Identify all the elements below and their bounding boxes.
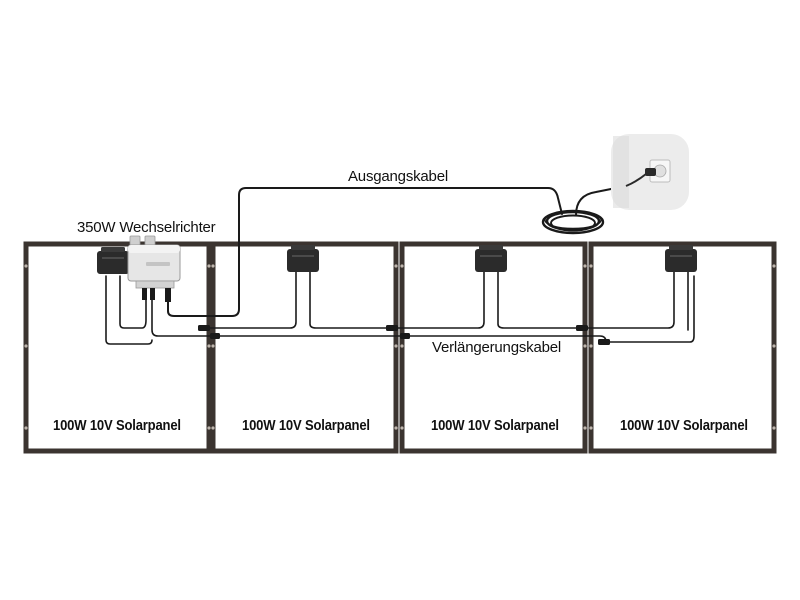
junction-box-icon [97,247,129,274]
cable-coil-icon [541,209,605,235]
solar-panel-frames [23,241,777,454]
solar-panel-2-label: 100W 10V Solarpanel [242,418,370,434]
inverter-label: 350W Wechselrichter [77,219,216,236]
panel-1-wire-a [105,275,153,345]
solar-panel-3-label: 100W 10V Solarpanel [431,418,559,434]
solar-panel-1-label: 100W 10V Solarpanel [53,418,181,434]
panel-3-wire-b [497,269,585,329]
panel-2-wire-a [205,269,297,329]
connector-4 [210,333,220,339]
panel-4-wire-a [587,269,675,329]
output-cable-label: Ausgangskabel [348,168,448,185]
junction-box-icon [287,245,319,272]
extension-cable-label: Verlängerungskabel [432,339,561,356]
connector-3 [576,325,588,331]
panel-3-wire-a [397,269,485,329]
wall-socket-icon [611,134,689,210]
mc4-connectors [198,325,610,345]
junction-box-icon [475,245,507,272]
connector-1 [198,325,210,331]
mounting-holes [24,264,776,430]
extension-cable [151,275,695,343]
micro-inverter-icon [127,235,181,302]
panel-2-wire-b [309,269,397,329]
junction-boxes [97,245,697,274]
connector-6 [598,339,610,345]
solar-panel-4-label: 100W 10V Solarpanel [620,418,748,434]
connector-2 [386,325,398,331]
output-cable [167,187,563,317]
panel-1-wire-b [119,275,147,329]
junction-box-icon [665,245,697,272]
connector-5 [400,333,410,339]
